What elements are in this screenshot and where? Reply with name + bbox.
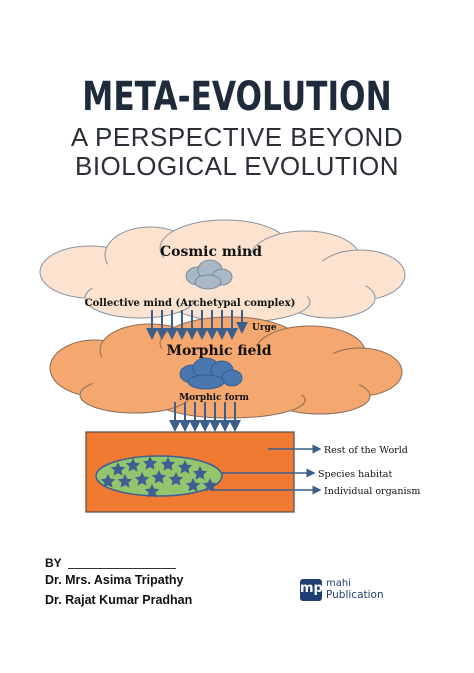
morphic-form-cloud: [179, 357, 243, 390]
publisher-name-line1: mahi: [326, 578, 351, 589]
morphic-field-label: Morphic field: [166, 343, 271, 359]
label-pointer-arrows: [210, 444, 322, 495]
organism-stars: [100, 456, 218, 498]
morphic-form-label: Morphic form: [179, 393, 249, 403]
author-1: Dr. Mrs. Asima Tripathy: [45, 573, 184, 587]
subtitle-line-2: BIOLOGICAL EVOLUTION: [74, 151, 399, 181]
subtitle-line-1: A PERSPECTIVE BEYOND: [70, 122, 404, 152]
cosmic-mind-label: Cosmic mind: [160, 244, 262, 260]
collective-mind-label: Collective mind (Archetypal complex): [85, 298, 296, 309]
species-habitat-label: Species habitat: [318, 469, 392, 480]
by-label: BY: [45, 556, 62, 570]
publisher-name-line2: Publication: [326, 589, 384, 601]
morphic-form-arrows: [169, 402, 241, 432]
book-title: META-EVOLUTION: [82, 74, 392, 120]
urge-label: Urge: [252, 323, 277, 333]
collective-mind-cloud: [185, 259, 233, 290]
by-underline: [68, 568, 176, 569]
urge-arrows: [146, 310, 248, 340]
publisher-logo-icon: mp: [300, 579, 323, 601]
author-2: Dr. Rajat Kumar Pradhan: [45, 593, 193, 607]
rest-of-world-label: Rest of the World: [324, 445, 408, 456]
individual-organism-label: Individual organism: [324, 486, 420, 497]
